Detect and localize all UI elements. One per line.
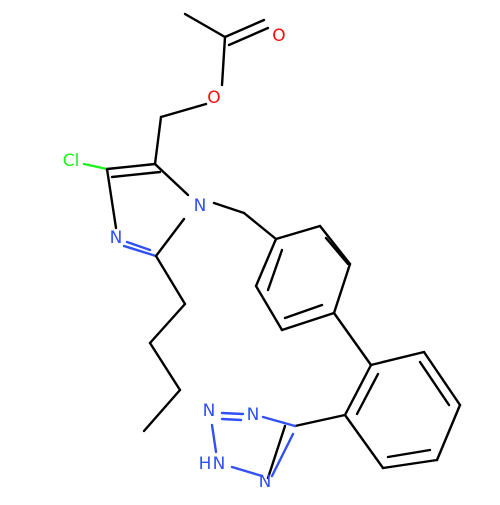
- bond-line: [422, 350, 462, 407]
- bond-line: [418, 360, 451, 407]
- bond-line: [148, 302, 187, 345]
- bond-line: [154, 254, 187, 306]
- atom-label-tetrazole-h: H: [199, 454, 212, 474]
- bond-line: [381, 458, 439, 470]
- atom-label-imidazole-n3: N: [110, 228, 123, 248]
- bond-line: [280, 311, 336, 332]
- bond-line: [154, 217, 186, 258]
- bond-line: [274, 224, 322, 241]
- atom-labels: O O Cl N N N N N N H: [63, 26, 286, 492]
- bond-line: [332, 262, 352, 315]
- bond-line: [223, 18, 266, 39]
- bond-line: [227, 26, 270, 47]
- atom-label-tetrazole-n1: N: [247, 405, 260, 425]
- bond-line: [105, 167, 118, 230]
- bond-line: [148, 341, 182, 392]
- bond-line: [212, 201, 246, 215]
- bond-line: [261, 415, 297, 428]
- atom-label-carbonyl-oxygen: O: [272, 26, 285, 46]
- bond-line: [210, 423, 218, 454]
- bond-lines: [82, 12, 462, 480]
- bond-line: [220, 417, 243, 422]
- atom-label-ester-oxygen: O: [207, 88, 220, 108]
- bond-line: [332, 311, 373, 367]
- atom-label-tetrazole-nh: N: [213, 454, 226, 474]
- atom-label-imidazole-n1: N: [194, 196, 207, 216]
- bond-line: [270, 432, 295, 478]
- bond-line: [242, 211, 278, 241]
- bond-line: [220, 35, 227, 87]
- bond-line: [266, 248, 284, 292]
- atom-label-chlorine: Cl: [63, 151, 80, 171]
- bond-line: [110, 170, 162, 179]
- bond-line: [183, 12, 227, 39]
- bond-line: [122, 244, 158, 258]
- atom-label-tetrazole-n3: N: [259, 472, 272, 492]
- bond-line: [153, 162, 190, 197]
- bond-line: [355, 372, 380, 416]
- bond-line: [266, 424, 287, 480]
- bond-line: [125, 240, 152, 252]
- bond-line: [386, 448, 432, 459]
- bond-line: [283, 303, 324, 320]
- bond-line: [324, 236, 350, 266]
- bond-line: [153, 115, 163, 166]
- bond-line: [220, 411, 245, 416]
- bond-line: [318, 224, 352, 266]
- bond-line: [105, 162, 157, 171]
- bond-line: [369, 350, 426, 367]
- bond-line: [82, 162, 109, 171]
- bond-line: [293, 413, 347, 428]
- bond-line: [230, 465, 264, 478]
- bond-line: [254, 284, 284, 332]
- bond-line: [142, 388, 182, 433]
- bond-line: [254, 237, 278, 288]
- bond-line: [343, 363, 373, 417]
- bond-line: [159, 102, 208, 119]
- bond-line: [435, 403, 462, 462]
- bond-line: [343, 413, 385, 470]
- atom-label-tetrazole-n2: N: [203, 401, 216, 421]
